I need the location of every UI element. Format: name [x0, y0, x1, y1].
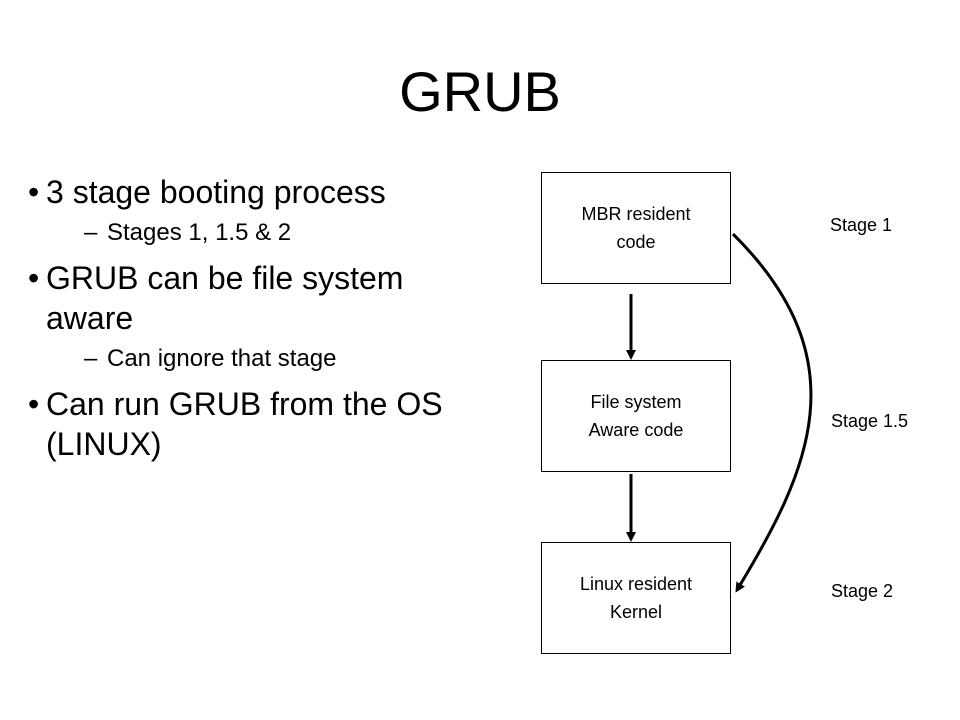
- box-label-line: Aware code: [588, 420, 684, 440]
- box-label-line: code: [616, 232, 656, 252]
- sub-bullet-text: Can ignore that stage: [107, 345, 337, 372]
- box-label-line: Linux resident: [579, 574, 693, 594]
- bullet-dot: •: [28, 174, 40, 210]
- bullet-dot: •: [28, 260, 40, 296]
- bullet-item: • GRUB can be file system aware – Can ig…: [28, 258, 458, 374]
- sub-bullet-dash: –: [84, 219, 98, 246]
- sub-bullet: – Can ignore that stage: [46, 344, 458, 374]
- bullet-text: Can run GRUB from the OS (LINUX): [46, 386, 443, 462]
- box-label-line: MBR resident: [581, 204, 691, 224]
- box-file-system-aware-code: File system Aware code: [541, 360, 731, 472]
- arrow-mbr-to-kernel-skip: [731, 232, 813, 593]
- sub-bullet-dash: –: [84, 345, 98, 372]
- bullet-list: • 3 stage booting process – Stages 1, 1.…: [28, 172, 458, 464]
- stage-1-5-label: Stage 1.5: [831, 411, 909, 431]
- stage-2-label: Stage 2: [831, 581, 894, 601]
- slide-title: GRUB: [399, 60, 561, 123]
- bullet-text: 3 stage booting process: [46, 174, 386, 210]
- box-label-line: File system: [590, 392, 682, 412]
- box-linux-resident-kernel: Linux resident Kernel: [541, 542, 731, 654]
- sub-bullet-text: Stages 1, 1.5 & 2: [107, 219, 292, 246]
- bullet-text: GRUB can be file system aware: [46, 260, 404, 336]
- box-mbr-resident-code: MBR resident code: [541, 172, 731, 284]
- sub-bullet: – Stages 1, 1.5 & 2: [46, 218, 458, 248]
- bullet-item: • Can run GRUB from the OS (LINUX): [28, 384, 458, 464]
- bullet-item: • 3 stage booting process – Stages 1, 1.…: [28, 172, 458, 248]
- box-label-line: Kernel: [609, 602, 662, 622]
- bullet-dot: •: [28, 386, 40, 422]
- stage-1-label: Stage 1: [830, 215, 893, 235]
